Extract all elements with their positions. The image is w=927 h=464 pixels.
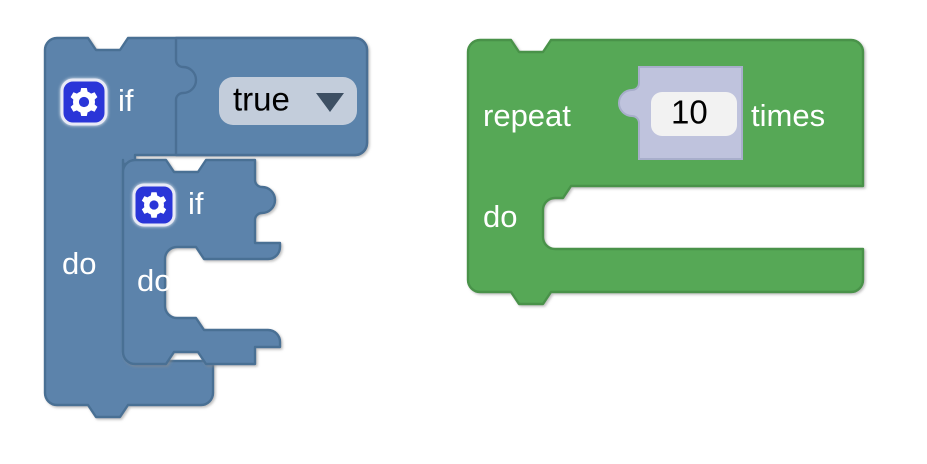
repeat-do-label: do xyxy=(483,199,517,234)
if-outer-do-label: do xyxy=(62,246,96,281)
math-number-field-bg[interactable] xyxy=(651,92,737,136)
chevron-down-icon[interactable] xyxy=(316,93,344,112)
repeat-body[interactable] xyxy=(466,38,865,306)
logic-boolean-dropdown[interactable]: true xyxy=(219,77,357,125)
if-outer-label: if xyxy=(118,83,134,118)
repeat-label: repeat xyxy=(483,98,571,133)
block-math-number[interactable]: 10 xyxy=(618,66,743,160)
times-label: times xyxy=(751,98,825,133)
gear-icon[interactable] xyxy=(132,183,176,227)
math-number-value: 10 xyxy=(671,94,708,131)
if-inner-label: if xyxy=(188,186,204,221)
gear-icon[interactable] xyxy=(60,78,108,126)
dropdown-value: true xyxy=(233,81,290,118)
if-inner-do-label: do xyxy=(137,263,171,298)
block-controls-repeat[interactable] xyxy=(466,38,865,306)
